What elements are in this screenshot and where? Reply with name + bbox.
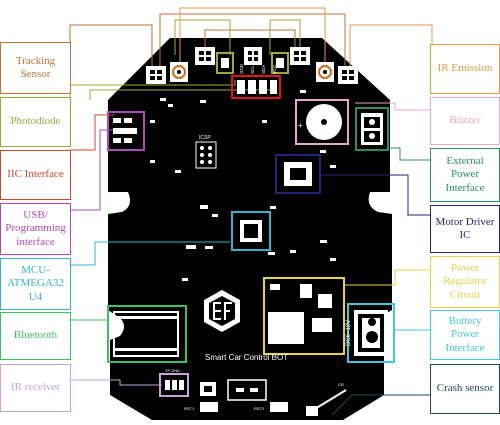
external-power-connector <box>355 107 389 151</box>
icsp-header <box>195 141 217 169</box>
reset-buttons <box>200 379 288 412</box>
pin-gnd-label: GND <box>239 63 244 74</box>
label-mcu: MCU- ATMEGA32 U4 <box>0 258 71 310</box>
motor-driver-ic <box>275 154 321 194</box>
label-photodiode: Photodiode <box>0 97 71 147</box>
power-plus-label: + <box>314 132 318 138</box>
battery-connector <box>347 303 395 363</box>
ir-emitters <box>170 62 334 82</box>
board-title: Smart Car Control BOT <box>205 353 288 362</box>
tracking-sensor-connectors <box>146 47 358 84</box>
mcu-chip <box>231 211 271 251</box>
smd-components <box>150 90 336 281</box>
label-bluetooth: Bluetooth <box>0 312 71 360</box>
label-crash-sensor: Crash sensor <box>430 364 500 414</box>
bluetooth-module <box>107 305 187 363</box>
ef-logo <box>204 290 240 332</box>
label-usb-interface: USB/ Programming interface <box>0 203 71 255</box>
crash-sensor <box>306 389 347 416</box>
label-power-regulator: Power Regulator Circuit <box>430 256 500 308</box>
pin-sda-label: SDA <box>261 65 266 74</box>
rst1-label: RST1 <box>184 406 195 411</box>
iic-header <box>231 75 281 99</box>
label-ir-emission: IR Emission <box>430 44 500 94</box>
photodiodes <box>216 52 289 74</box>
power-regulator <box>263 277 345 355</box>
label-buzzer: Buzzer <box>430 97 500 145</box>
label-ir-receiver: IR receiver <box>0 364 71 412</box>
label-iic-interface: IIC Interface <box>0 150 71 200</box>
tp-gnd-label: TP GND <box>165 368 180 373</box>
pin-scl-label: SCL <box>250 65 255 74</box>
buzzer-component <box>295 99 349 145</box>
usb-connector <box>107 111 145 151</box>
rst2-label: RST2 <box>254 406 265 411</box>
label-motor-driver: Motor Driver IC <box>430 205 500 253</box>
pin-vcc-label: VCC <box>272 64 277 74</box>
cr-label: CR <box>338 382 344 387</box>
label-tracking-sensor: Tracking Sensor <box>0 42 71 94</box>
label-external-power: External Power Interface <box>430 148 500 202</box>
buzzer-plus-label: + <box>298 121 303 130</box>
icsp-label: ICSP <box>199 135 211 141</box>
ir-receiver <box>159 373 189 397</box>
battery-voltage-label: DC6~12V <box>346 320 352 346</box>
label-battery-power: Buttery Power Interface <box>430 310 500 360</box>
